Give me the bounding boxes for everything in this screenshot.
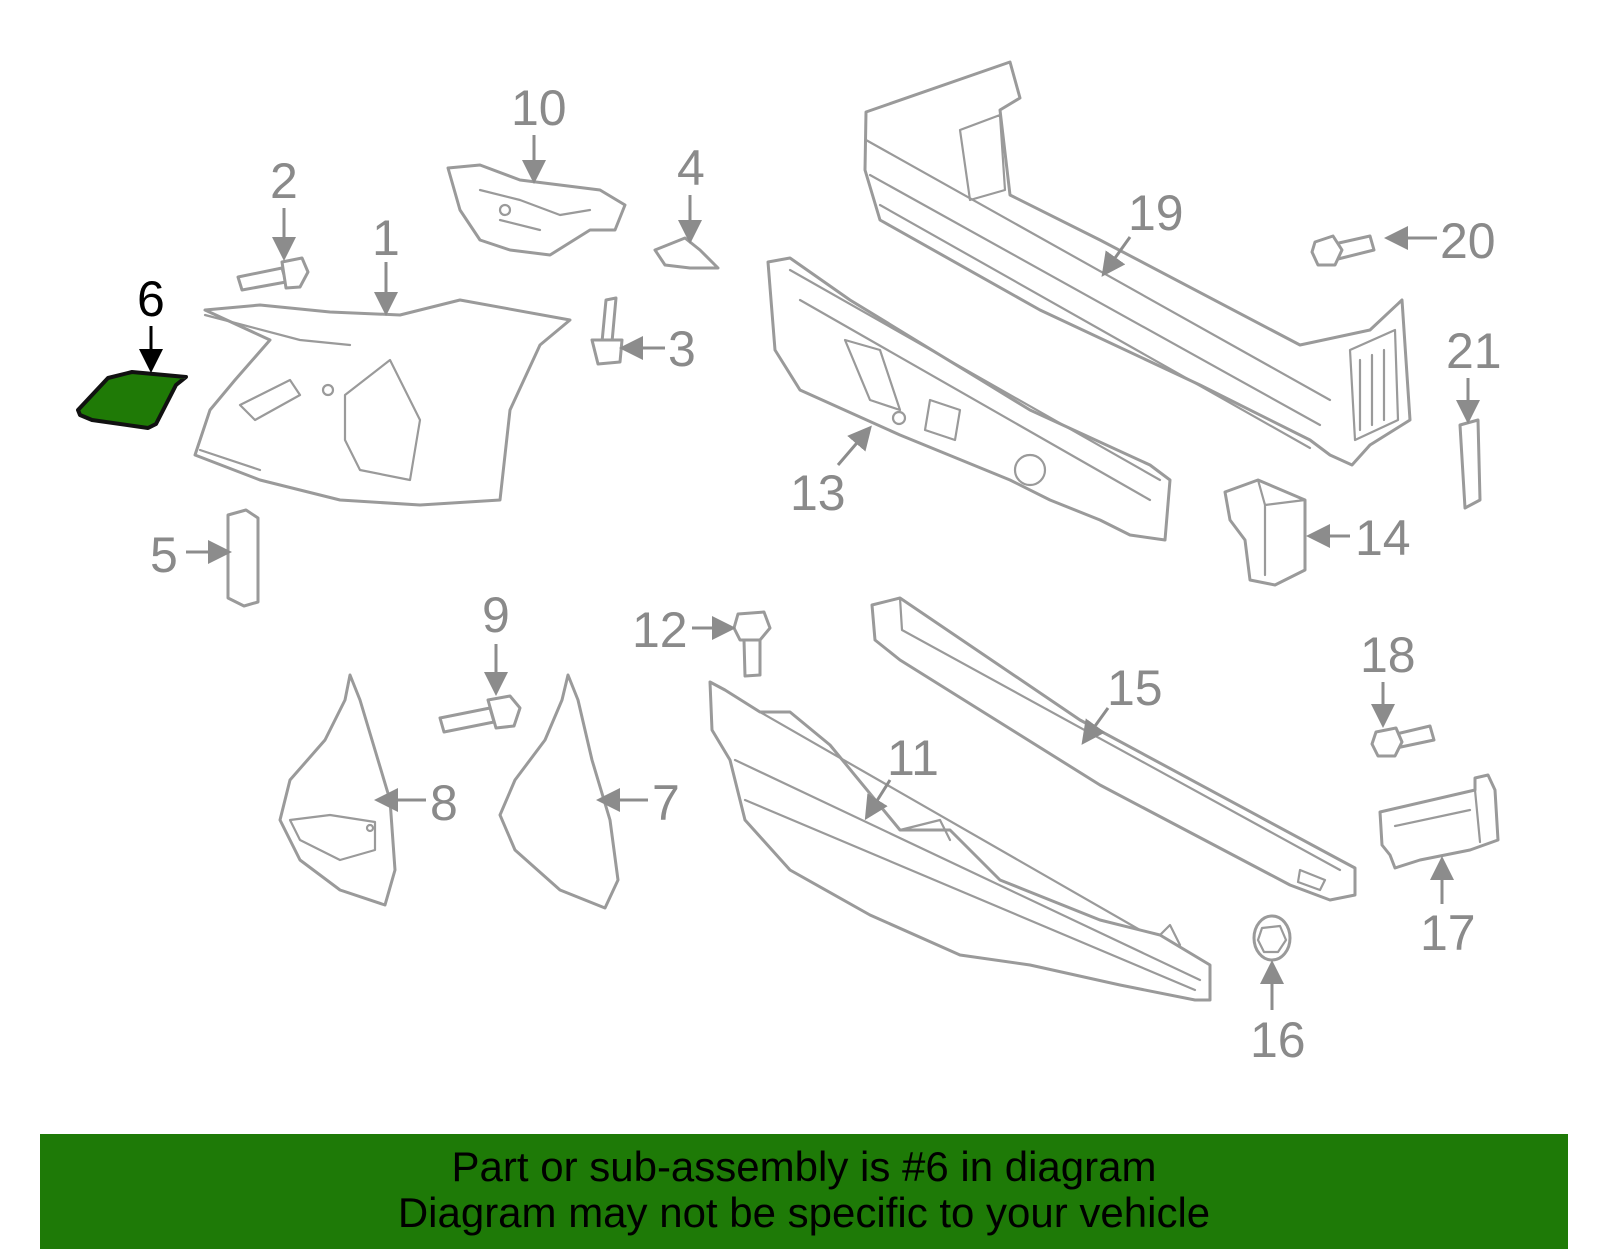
callout-7-label: 7 [652, 775, 680, 831]
callout-9: 9 [482, 587, 510, 696]
callout-4-label: 4 [677, 140, 705, 196]
callout-14-label: 14 [1355, 510, 1411, 566]
part-13-energy-absorber[interactable] [766, 256, 1172, 542]
callout-13: 13 [790, 425, 872, 521]
callout-3: 3 [619, 321, 696, 377]
callout-21-label: 21 [1446, 323, 1502, 379]
callout-18-label: 18 [1360, 627, 1416, 683]
callout-5-label: 5 [150, 527, 178, 583]
part-21-insert[interactable] [1458, 418, 1482, 510]
callout-19-label: 19 [1128, 185, 1184, 241]
callout-16: 16 [1250, 960, 1306, 1068]
callout-20-label: 20 [1440, 213, 1496, 269]
callout-1-label: 1 [372, 210, 400, 266]
part-3-screw[interactable] [590, 296, 624, 366]
part-20-bolt[interactable] [1310, 234, 1376, 267]
callout-9-label: 9 [482, 587, 510, 643]
part-12-bolt[interactable] [732, 610, 772, 678]
part-15-lower-beam[interactable] [870, 596, 1357, 902]
part-4-clip[interactable] [653, 236, 720, 270]
callout-8-label: 8 [430, 775, 458, 831]
caption-line-1: Part or sub-assembly is #6 in diagram [451, 1143, 1157, 1190]
callout-13-label: 13 [790, 465, 846, 521]
callout-20: 20 [1384, 213, 1496, 269]
part-14-bracket[interactable] [1223, 478, 1307, 587]
part-9-bolt[interactable] [438, 694, 522, 734]
callout-8: 8 [374, 775, 458, 831]
callout-10-label: 10 [511, 80, 567, 136]
callout-14: 14 [1306, 510, 1411, 566]
callout-7: 7 [596, 775, 680, 831]
part-19-reinforcement-beam[interactable] [863, 60, 1412, 467]
callout-19: 19 [1101, 185, 1184, 277]
part-5-spacer[interactable] [226, 508, 260, 608]
callout-2-label: 2 [270, 153, 298, 209]
callout-10: 10 [511, 80, 567, 184]
part-7-bezel[interactable] [498, 673, 620, 910]
part-2-bolt[interactable] [236, 256, 310, 292]
part-11-lower-absorber[interactable] [708, 680, 1212, 1002]
callout-16-label: 16 [1250, 1012, 1306, 1068]
callout-15-label: 15 [1107, 660, 1163, 716]
part-1-bumper-cover[interactable] [193, 298, 572, 507]
callout-18: 18 [1360, 627, 1416, 728]
caption-line-2: Diagram may not be specific to your vehi… [397, 1189, 1211, 1236]
callout-17-label: 17 [1420, 905, 1476, 961]
part-16-nut[interactable] [1252, 914, 1292, 962]
callout-21: 21 [1446, 323, 1502, 424]
callout-15: 15 [1081, 660, 1163, 745]
part-18-bolt[interactable] [1370, 724, 1436, 758]
callout-5: 5 [150, 527, 232, 583]
callout-11: 11 [864, 730, 939, 821]
callout-4: 4 [677, 140, 705, 244]
part-8-bezel[interactable] [278, 673, 397, 907]
caption-banner: Part or sub-assembly is #6 in diagram Di… [40, 1134, 1568, 1249]
callout-2: 2 [270, 153, 298, 261]
callout-11-label: 11 [887, 730, 939, 786]
callout-1: 1 [372, 210, 400, 316]
callout-6: 6 [137, 271, 165, 373]
callout-17: 17 [1420, 856, 1476, 961]
callout-12-label: 12 [632, 602, 688, 658]
callout-3-label: 3 [668, 321, 696, 377]
callout-6-label: 6 [137, 271, 165, 327]
callout-12: 12 [632, 602, 736, 658]
part-10-bracket[interactable] [446, 163, 627, 257]
part-17-bracket[interactable] [1378, 773, 1500, 870]
part-6-cover-highlighted[interactable] [76, 370, 188, 430]
